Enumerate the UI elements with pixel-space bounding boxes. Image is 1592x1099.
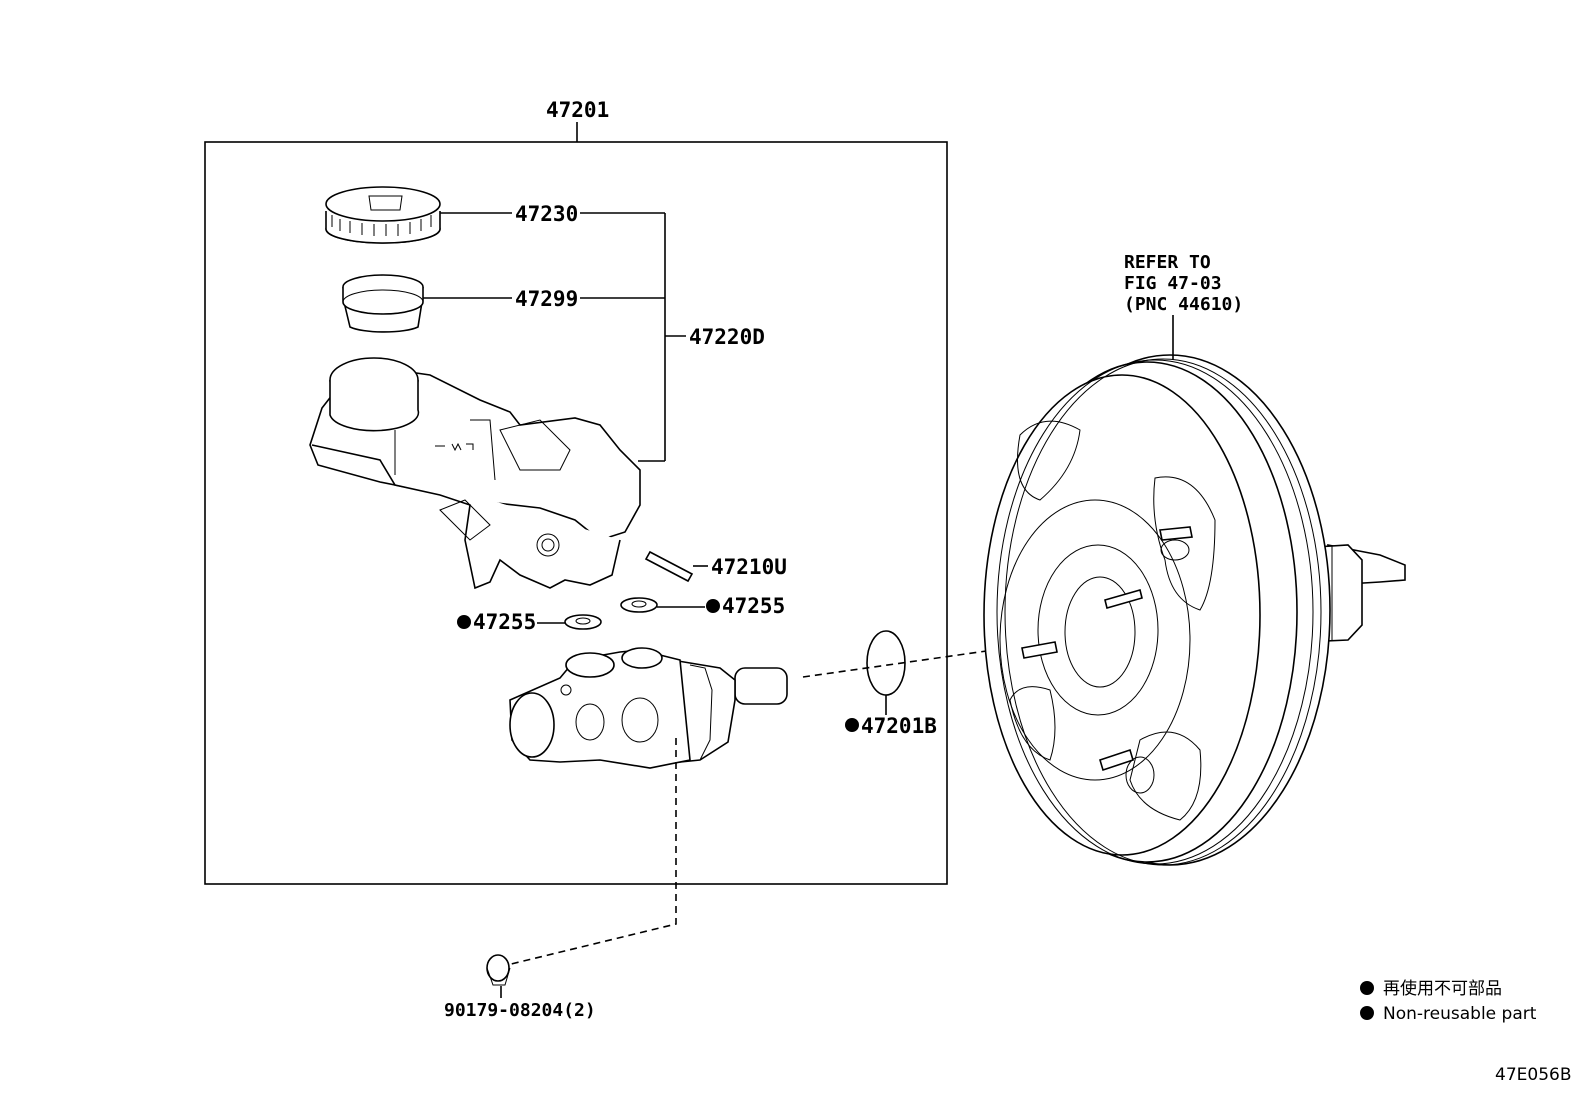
grommet-left-illustration: [564, 614, 602, 630]
label-47255-left[interactable]: 47255: [473, 610, 536, 634]
legend-dot-icon: [1360, 1006, 1374, 1020]
master-cylinder-illustration: [509, 647, 788, 769]
non-reusable-marker: [845, 718, 859, 732]
reservoir-cap-illustration: [325, 186, 441, 244]
legend-jp: 再使用不可部品: [1383, 978, 1502, 999]
booster-ref-line2[interactable]: FIG 47-03: [1124, 273, 1222, 294]
non-reusable-marker: [706, 599, 720, 613]
strainer-illustration: [342, 274, 424, 333]
booster-ref-line3[interactable]: (PNC 44610): [1124, 294, 1243, 315]
label-47220D[interactable]: 47220D: [689, 325, 765, 349]
label-47255-right[interactable]: 47255: [722, 594, 785, 618]
legend-en: Non-reusable part: [1383, 1004, 1537, 1024]
booster-ref-line1[interactable]: REFER TO: [1124, 252, 1211, 273]
legend: 再使用不可部品 Non-reusable part: [1360, 978, 1537, 1024]
non-reusable-marker: [457, 615, 471, 629]
label-47230[interactable]: 47230: [515, 202, 578, 226]
figure-code: 47E056B: [1495, 1065, 1571, 1085]
assembly-frame: [204, 122, 948, 885]
grommet-right-illustration: [620, 597, 658, 613]
label-47210U[interactable]: 47210U: [711, 555, 787, 579]
label-47201B[interactable]: 47201B: [861, 714, 937, 738]
legend-dot-icon: [1360, 981, 1374, 995]
label-90179-08204[interactable]: 90179-08204(2): [444, 1000, 596, 1021]
reservoir-illustration: [309, 357, 641, 590]
label-47299[interactable]: 47299: [515, 287, 578, 311]
label-47201[interactable]: 47201: [546, 98, 609, 122]
plug-illustration: [486, 954, 511, 986]
pin-illustration: [644, 550, 694, 583]
brake-booster-illustration: [983, 354, 1406, 866]
